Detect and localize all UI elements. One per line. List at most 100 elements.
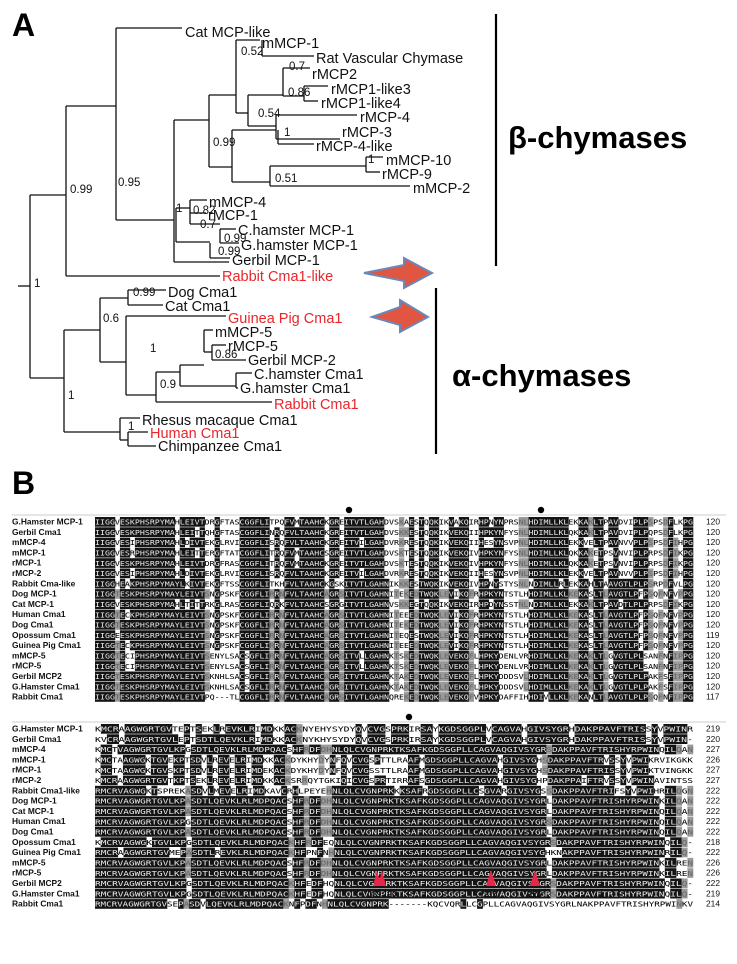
conserved-cell (236, 827, 242, 837)
conserved-cell (109, 630, 116, 640)
conserved-cell (309, 816, 316, 827)
conserved-cell (364, 620, 370, 630)
conserved-cell (95, 868, 101, 878)
conserved-cell (239, 661, 245, 671)
conserved-cell (439, 796, 446, 806)
similar-cell (681, 878, 688, 889)
conserved-cell (625, 744, 632, 755)
conserved-cell (483, 609, 489, 620)
conserved-cell (129, 578, 136, 589)
conserved-cell (642, 816, 649, 827)
conserved-cell (533, 847, 540, 858)
conserved-cell (653, 837, 660, 847)
conserved-cell (194, 661, 200, 671)
conserved-cell (159, 517, 166, 527)
conserved-cell (433, 827, 440, 837)
conserved-cell (584, 888, 591, 899)
conserved-cell (304, 599, 310, 610)
conserved-cell (653, 744, 660, 755)
conserved-cell (275, 806, 282, 817)
conserved-cell (329, 754, 336, 765)
conserved-cell (453, 537, 460, 548)
conserved-cell (281, 785, 288, 796)
conserved-cell (314, 558, 320, 568)
conserved-cell (642, 744, 649, 755)
conserved-cell (533, 527, 539, 537)
conserved-cell (522, 888, 529, 899)
conserved-cell (139, 661, 146, 671)
conserved-cell (470, 888, 477, 899)
conserved-cell (241, 796, 248, 806)
conserved-cell (472, 857, 479, 868)
conserved-cell (533, 661, 539, 671)
conserved-cell (575, 775, 582, 786)
alignment-name: Opossum Cma1 (12, 630, 76, 640)
conserved-cell (643, 589, 649, 599)
conserved-cell (154, 527, 161, 537)
conserved-cell (558, 537, 564, 548)
conserved-cell (505, 878, 512, 889)
conserved-cell (470, 847, 477, 858)
conserved-cell (338, 899, 345, 909)
conserved-cell (284, 599, 290, 610)
conserved-cell (647, 868, 654, 878)
conserved-cell (237, 847, 244, 858)
conserved-cell (630, 827, 637, 837)
conserved-cell (99, 589, 106, 599)
conserved-cell (377, 796, 384, 806)
conserved-cell (427, 785, 434, 796)
conserved-cell (613, 558, 619, 568)
conserved-cell (444, 744, 451, 755)
alignment-count: 219 (706, 888, 720, 898)
conserved-cell (450, 796, 457, 806)
conserved-cell (149, 681, 156, 692)
conserved-cell (557, 744, 564, 755)
conserved-cell (157, 847, 164, 858)
conserved-cell (428, 517, 435, 527)
conserved-cell (149, 640, 156, 651)
conserved-cell (244, 558, 250, 568)
conserved-cell (156, 754, 163, 765)
conserved-cell (608, 692, 614, 702)
conserved-cell (573, 888, 580, 899)
conserved-cell (331, 796, 338, 806)
conserved-cell (259, 517, 265, 527)
conserved-cell (354, 599, 360, 610)
conserved-cell (344, 692, 350, 702)
conserved-cell (231, 837, 238, 847)
conserved-cell (688, 692, 694, 702)
conserved-cell (618, 888, 625, 899)
conserved-cell (604, 734, 611, 744)
conserved-cell (289, 578, 295, 589)
conserved-cell (410, 816, 417, 827)
conserved-cell (213, 816, 220, 827)
conserved-cell (334, 888, 341, 899)
conserved-cell (364, 630, 370, 640)
conserved-cell (608, 868, 615, 878)
conserved-cell (544, 888, 551, 899)
conserved-cell (583, 640, 589, 651)
conserved-cell (199, 547, 205, 558)
conserved-cell (467, 744, 474, 755)
conserved-cell (486, 754, 493, 765)
conserved-cell (213, 827, 220, 837)
conserved-cell (305, 899, 312, 909)
conserved-cell (334, 609, 340, 620)
conserved-cell (648, 775, 655, 786)
conserved-cell (289, 609, 295, 620)
conserved-cell (156, 765, 163, 775)
conserved-cell (459, 888, 466, 899)
conserved-cell (578, 547, 584, 558)
alignment-name: rMCP-2 (12, 775, 42, 785)
conserved-cell (613, 599, 619, 610)
conserved-cell (668, 620, 674, 630)
similar-cell (648, 578, 654, 589)
conserved-cell (540, 806, 547, 817)
conserved-cell (394, 857, 400, 868)
conserved-cell (314, 640, 320, 651)
conserved-cell (480, 754, 487, 765)
conserved-cell (345, 837, 352, 847)
conserved-cell (134, 671, 141, 682)
conserved-cell (528, 527, 534, 537)
conserved-cell (294, 878, 301, 889)
